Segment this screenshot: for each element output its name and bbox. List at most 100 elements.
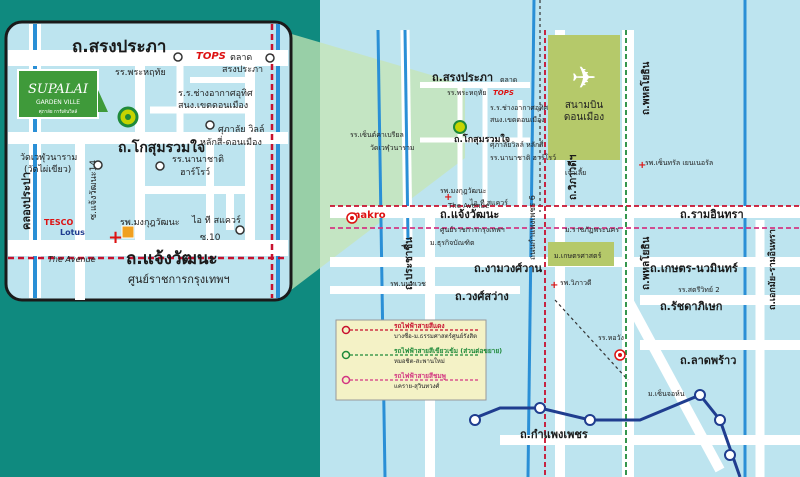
airport-label-1: สนามบิน bbox=[565, 100, 603, 111]
main-road-ratchadaphisek: ถ.รัชดาภิเษก bbox=[660, 300, 723, 313]
supalai-logo: SUPALAI GARDEN VILLE ศุภาลัย การ์เด้นวิล… bbox=[17, 69, 108, 119]
main-road-chaengwattana: ถ.แจ้งวัฒนะ bbox=[440, 208, 499, 221]
canal-khlong-prapa bbox=[376, 29, 387, 477]
inset-road-label-khosumruamjai: ถ.โกสุมรวมใจ bbox=[118, 138, 205, 156]
legend-green-sub: หมอชิต-สะพานใหม่ bbox=[394, 357, 445, 365]
main-road-kaset-nawamin: ถ.เกษตร-นวมินทร์ bbox=[650, 262, 738, 275]
main-place-samcharoen: รพ.เซ็นทรัล เยนเนอรัล bbox=[645, 158, 713, 167]
blue-line-stations bbox=[469, 389, 736, 461]
main-road-phahonyothin-mid: ถ.พหลโยธิน bbox=[639, 237, 652, 290]
main-place-sorsodsri: รร.สตรีวิทย์ 2 bbox=[678, 286, 720, 294]
inset-place-khet-donmueang: สนง.เขตดอนเมือง bbox=[178, 100, 248, 111]
rail-legend: รถไฟฟ้าสายสีแดง บางซื่อ-ม.ธรรมศาสตร์ศูนย… bbox=[335, 319, 502, 401]
airport-area bbox=[548, 35, 620, 160]
inset-road-label-khlong-prapa: คลองประปา bbox=[20, 172, 33, 230]
inset-road-label-chaengwattana: ถ.แจ้งวัฒนะ bbox=[126, 249, 218, 269]
logo-brand: SUPALAI bbox=[28, 82, 89, 97]
main-road-sorapraphat: ถ.สรงประภา bbox=[432, 71, 493, 84]
legend-red-title: รถไฟฟ้าสายสีแดง bbox=[394, 321, 445, 330]
main-road-ladprao: ถ.ลาดพร้าว bbox=[680, 354, 736, 367]
main-road-khosumruamjai: ถ.โกสุมรวมใจ bbox=[454, 133, 510, 145]
main-road-kamphaeng-phet: ถ.กำแพงเพชร bbox=[520, 428, 588, 441]
inset-place-supalai-ville-1: ศุภาลัย วิลล์ bbox=[218, 123, 264, 135]
inset-road-label-soi14: ซ.แจ้งวัฒนะ14 bbox=[88, 160, 99, 220]
inset-place-govt-center: ศูนย์ราชการกรุงเทพฯ bbox=[128, 273, 230, 286]
inset-place-wat-vehuwan-1: วัดเวฬุวนาราม bbox=[20, 152, 77, 163]
inset-place-market-1: ตลาด bbox=[230, 53, 252, 63]
main-place-khet-donmueang: สนง.เขตดอนเมือง bbox=[490, 116, 545, 124]
inset-place-supalai-ville-2: หลักสี่-ดอนเมือง bbox=[200, 135, 262, 148]
main-place-it-sq: ไอ ที สแควร์ bbox=[469, 198, 508, 207]
inset-place-tops: TOPS bbox=[196, 51, 226, 62]
main-road-ramintra: ถ.รามอินทรา bbox=[680, 208, 744, 221]
inset-map: SUPALAI GARDEN VILLE ศุภาลัย การ์เด้นวิล… bbox=[4, 20, 293, 302]
main-place-nanachat: รร.นานาชาติ ฮาร์โรว์ bbox=[490, 153, 556, 162]
main-place-kasetsart: ม.เกษตรศาสตร์ bbox=[554, 252, 602, 260]
inset-place-phrahruthai: รร.พระหฤทัย bbox=[115, 68, 166, 78]
svg-text:+: + bbox=[638, 160, 646, 171]
legend-red-sub: บางซื่อ-ม.ธรรมศาสตร์ศูนย์รังสิต bbox=[394, 332, 477, 340]
legend-green-title: รถไฟฟ้าสายสีเขียวเข้ม (ส่วนต่อขยาย) bbox=[394, 346, 502, 355]
main-place-mongkut: รพ.มงกุฎวัฒนะ bbox=[440, 187, 487, 195]
inset-place-lotus: Lotus bbox=[60, 228, 85, 237]
main-road-phahonyothin-top: ถ.พหลโยธิน bbox=[639, 62, 652, 115]
main-place-supalai-ville: ศุภาลัยวิลล์ หลักสี่ bbox=[490, 140, 544, 149]
airplane-icon: ✈ bbox=[571, 61, 596, 96]
main-place-thurakit: ม.ธุรกิจบัณฑิต bbox=[430, 239, 475, 247]
inset-place-wat-vehuwan-2: (วัดไผ่เขียว) bbox=[24, 164, 71, 175]
logo-pointer bbox=[98, 90, 108, 112]
inset-place-avenue: The Avenue bbox=[48, 255, 96, 264]
main-place-market: ตลาด bbox=[500, 76, 517, 84]
inset-hospital-icon: + bbox=[108, 227, 123, 248]
main-place-rajdhevee: รพ.วิภาวดี bbox=[560, 279, 592, 287]
zoom-beam bbox=[278, 30, 465, 300]
main-map: ✈ สนามบิน ดอนเมือง ถ.สรงประภา ถ.โกสุมรวม… bbox=[330, 0, 800, 477]
inset-place-nanachat-1: รร.นานาชาติ bbox=[172, 154, 224, 165]
main-place-govt-center: ศูนย์ราชการกรุงเทพฯ bbox=[440, 226, 505, 234]
inset-hospital-building bbox=[121, 225, 135, 239]
airport-label-2: ดอนเมือง bbox=[564, 111, 604, 123]
station-icons-main bbox=[346, 212, 626, 361]
main-road-wongsawang: ถ.วงศ์สว่าง bbox=[455, 290, 509, 303]
project-marker-dot bbox=[125, 114, 131, 120]
inset-road-label-sorapraphat: ถ.สรงประภา bbox=[72, 37, 166, 57]
logo-sub: GARDEN VILLE bbox=[36, 99, 80, 106]
main-road-vibhavadi: ถ.วิภาวดีฯ bbox=[567, 154, 579, 200]
legend-pink-title: รถไฟฟ้าสายสีชมพู bbox=[394, 371, 446, 381]
hospital-icons-main: + + + bbox=[444, 160, 646, 291]
main-place-wat-vehuwan: วัดเวฬุวนาราม bbox=[370, 144, 415, 152]
legend-pink-sub: แคราย-สุวินทวงศ์ bbox=[394, 382, 440, 390]
svg-text:+: + bbox=[550, 280, 558, 291]
main-road-ngamwongwan: ถ.งามวงศ์วาน bbox=[474, 262, 543, 275]
main-road-kamphaengphet6: ถนนกำแพงเพชร 6 bbox=[528, 195, 537, 260]
main-place-makro: makro bbox=[350, 210, 386, 221]
inset-place-mongkut: รพ.มงกุฎวัฒนะ bbox=[120, 218, 180, 228]
logo-tagline: ศุภาลัย การ์เด้นวิลล์ bbox=[39, 108, 78, 115]
main-place-tops: TOPS bbox=[493, 89, 514, 97]
kasetsart-area bbox=[548, 242, 614, 266]
main-place-nonthaburi: รพ.นนทเวช bbox=[390, 280, 426, 288]
inset-poi-icons bbox=[93, 52, 275, 235]
inset-road-label-soi10: ซ.10 bbox=[200, 233, 221, 243]
main-place-phrahruthai: รร.พระหฤทัย bbox=[447, 89, 486, 97]
svg-text:+: + bbox=[444, 192, 452, 203]
inset-place-tesco: TESCO bbox=[44, 218, 74, 227]
main-place-ratchapat: ม.ราชภัฏพระนคร bbox=[565, 226, 619, 234]
main-place-thon-si: รร.หอวัง bbox=[598, 334, 624, 342]
project-marker-main bbox=[453, 120, 467, 134]
main-place-seng-wit: รร.เซ็นต์คาเบรียล bbox=[350, 130, 404, 139]
main-place-chang-akat: ร.ร.ช่างอากาศอุทิศ bbox=[490, 104, 549, 112]
inset-place-it-square: ไอ ที สแควร์ bbox=[191, 214, 241, 226]
main-road-ekamai-ramintra: ถ.เอกมัย-รามอินทรา bbox=[767, 229, 778, 310]
railway-line-diag bbox=[554, 299, 629, 381]
main-place-avenue: The Avenue bbox=[447, 202, 489, 210]
inset-place-nanachat-2: ฮาร์โรว์ bbox=[180, 166, 210, 178]
main-place-major: ม.เซ็นจอห์น bbox=[648, 389, 685, 398]
canal-vertical-mid bbox=[526, 0, 536, 477]
inset-place-market-2: สรงประภา bbox=[222, 65, 263, 75]
inset-place-chang-akat: ร.ร.ช่างอากาศอุทิศ bbox=[178, 88, 253, 99]
main-place-jaeng-li: เจ้าเลี้ย bbox=[565, 166, 586, 177]
canal-inner bbox=[403, 29, 410, 241]
main-road-prachachuen: ถ.ประชาชื่น bbox=[401, 237, 415, 290]
